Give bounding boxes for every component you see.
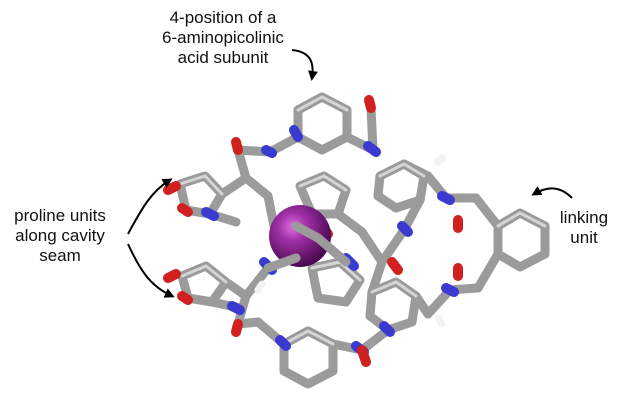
top-label-line-2: 6-aminopicolinic [162, 28, 284, 47]
central-sodium-ion [269, 205, 331, 267]
left-lower-annotation-arrow [127, 243, 175, 298]
right-label-line-2: unit [570, 228, 598, 247]
foreground-sticks [263, 221, 351, 273]
right-annotation-label: linking unit [550, 208, 618, 248]
oxygen-atoms [163, 95, 463, 367]
left-upper-annotation-arrow [127, 178, 173, 235]
left-annotation-label: proline units along cavity seam [0, 206, 120, 266]
top-annotation-arrow [291, 49, 318, 81]
left-label-line-3: seam [39, 246, 81, 265]
right-label-line-1: linking [559, 208, 609, 227]
top-label-line-3: acid subunit [177, 48, 269, 67]
left-label-line-1: proline units [14, 206, 106, 225]
top-label-line-1: 4-position of a [169, 8, 277, 27]
right-annotation-arrow [531, 186, 573, 199]
hydrogen-atoms [254, 154, 446, 328]
left-label-line-2: along cavity [15, 226, 105, 245]
top-annotation-label: 4-position of a 6-aminopicolinic acid su… [118, 8, 328, 68]
